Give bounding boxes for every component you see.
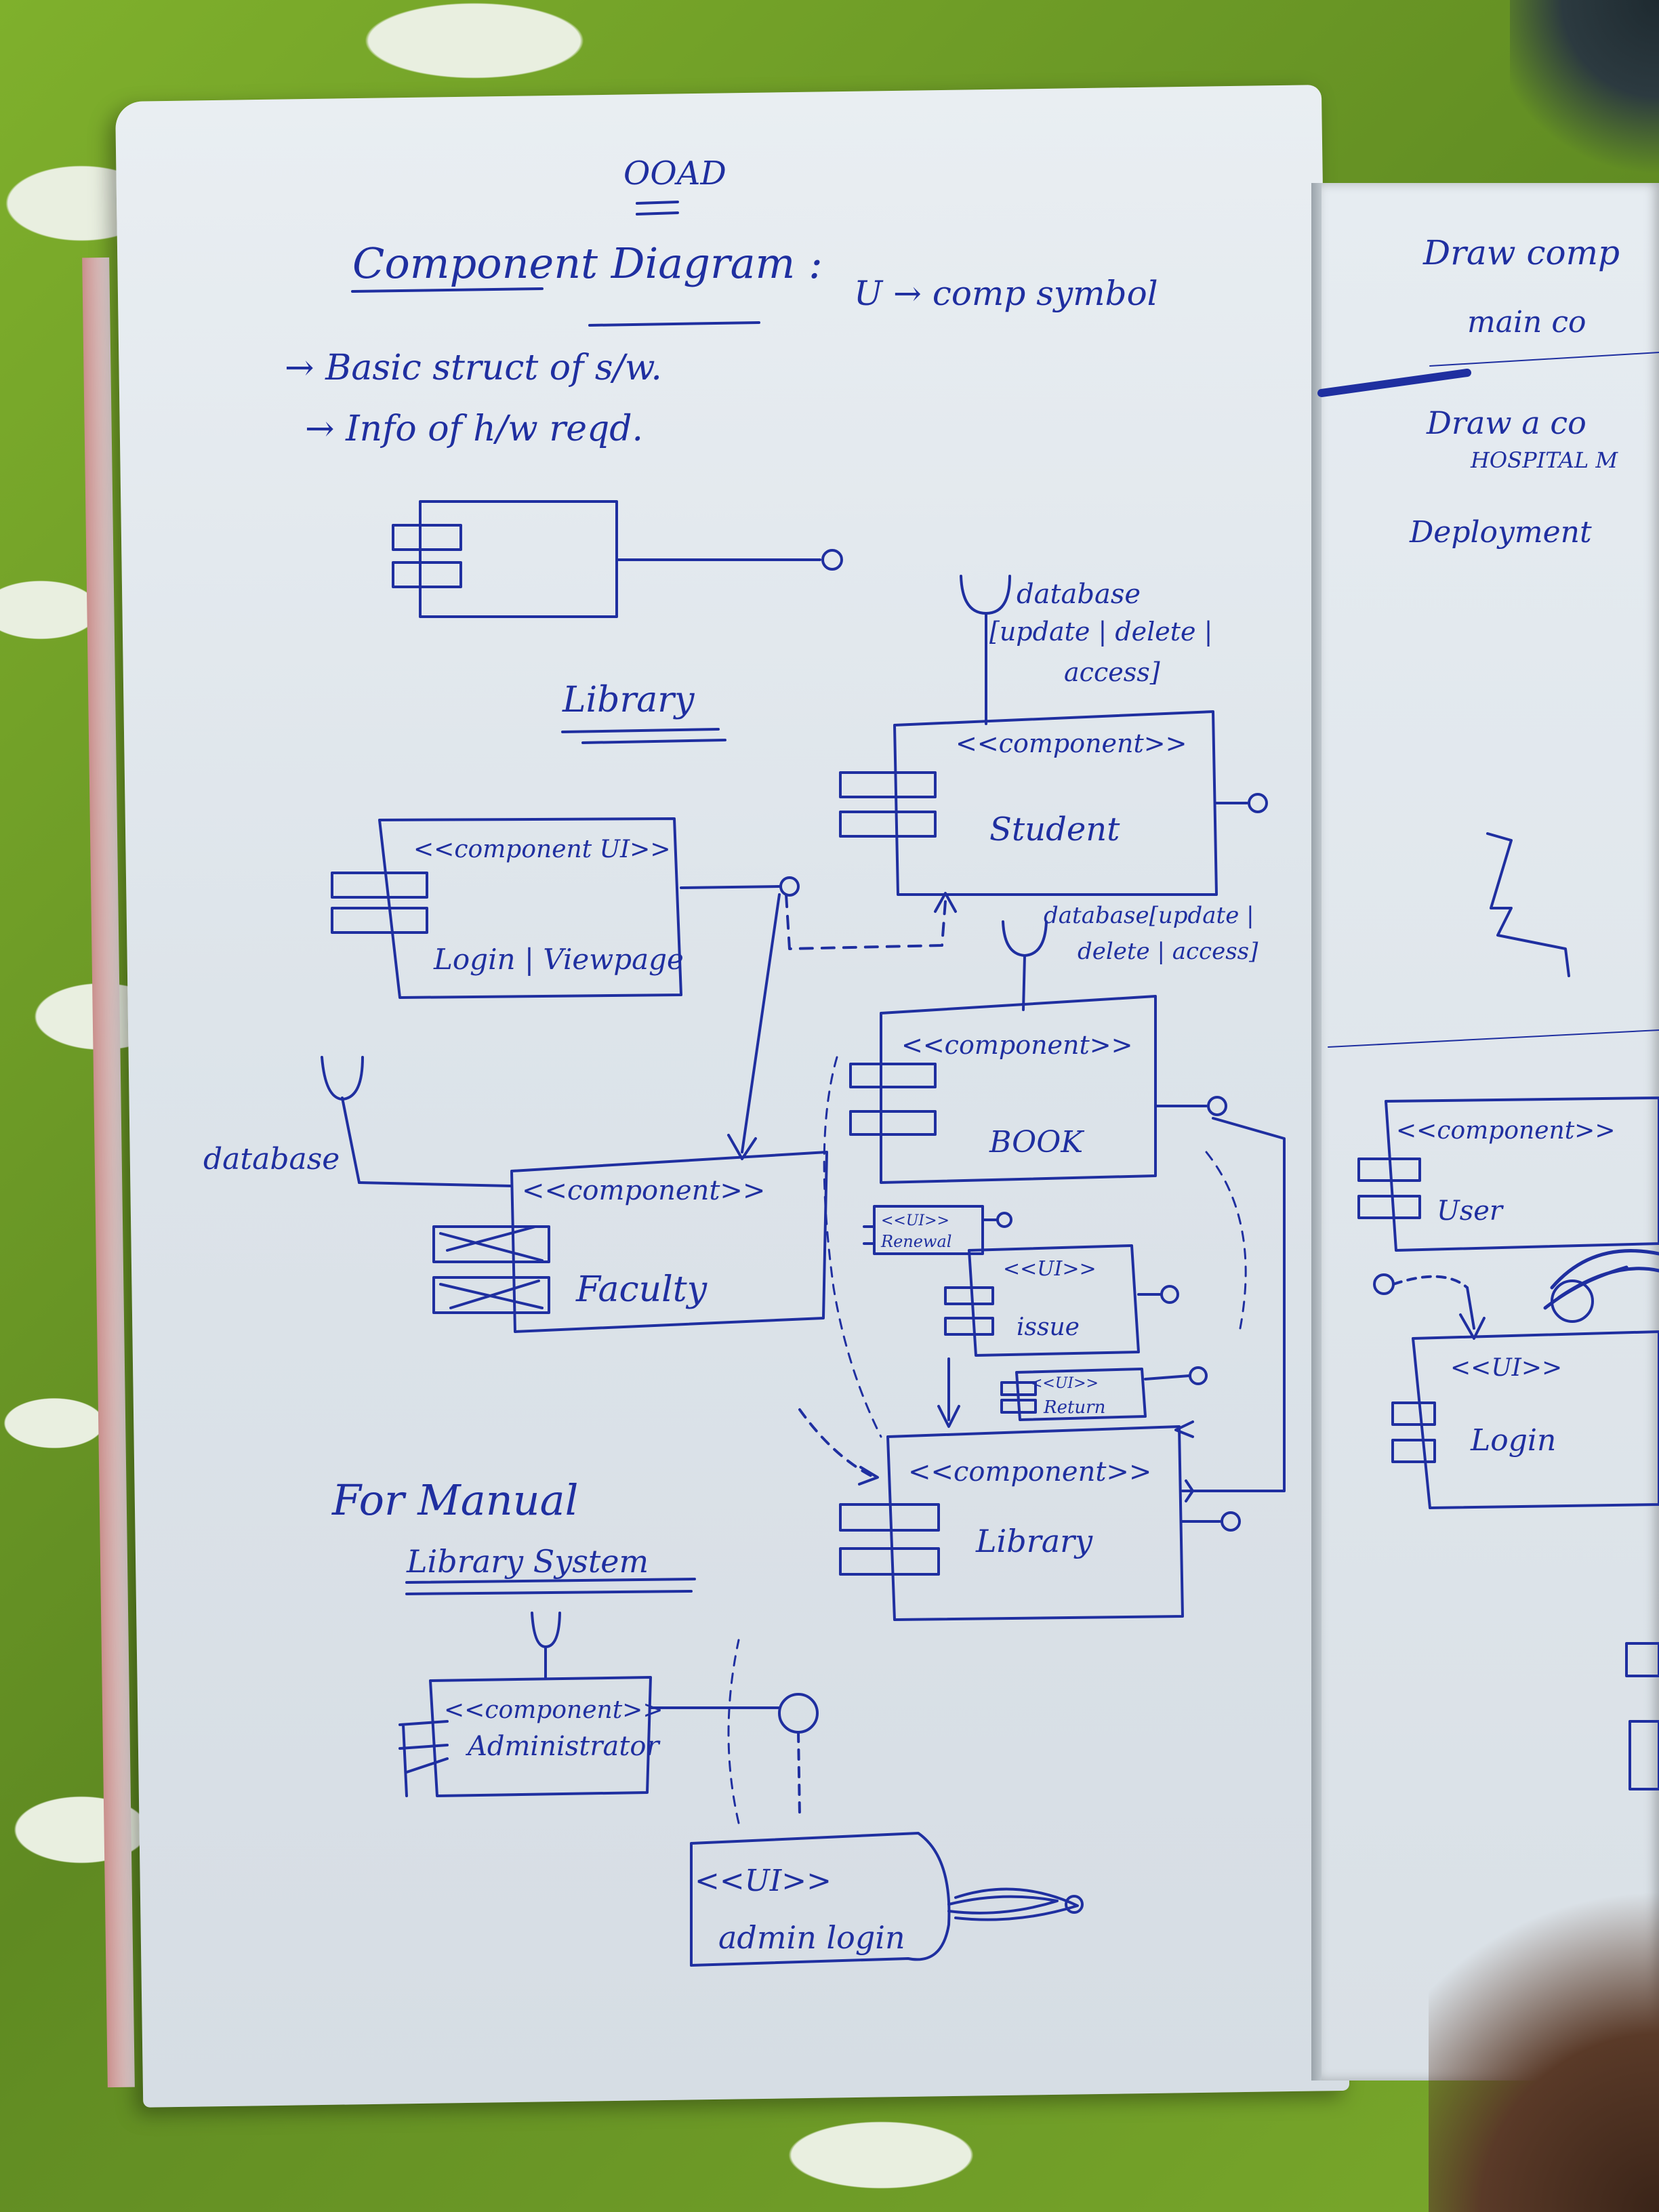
administrator-component [398,1612,819,1818]
student-db-label-1: database [1017,579,1141,610]
library-underline [561,728,726,744]
arrowhead-library [937,1405,960,1428]
student-name: Student [989,811,1120,848]
library-component [839,1117,1286,1621]
bullet-1: → Basic struct of s/w. [285,348,662,388]
faculty-component [321,1056,828,1333]
login-faculty-arrow [741,893,781,1153]
student-db-label-3: access] [1064,657,1160,687]
right-page-line-5: Deployment [1409,515,1592,550]
library-name: Library [975,1523,1093,1559]
renewal-ui-component [863,1205,1012,1255]
book-stereotype: <<component>> [901,1030,1132,1060]
right-page-line-3: Draw a co [1426,405,1586,441]
login-student-dependency [785,893,947,950]
faculty-name: Faculty [575,1269,708,1310]
issue-stereotype: <<UI>> [1003,1257,1097,1281]
student-stereotype: <<component>> [956,729,1187,758]
hand-shadow [1429,1832,1659,2212]
right-page-line-2: main co [1467,305,1586,340]
right-login-component [1391,1330,1659,1790]
renewal-name: Renewal [880,1232,951,1251]
book-component [849,920,1227,1184]
issue-name: issue [1017,1313,1080,1341]
admin-login-component [690,1639,1084,1967]
pen-mark [1317,369,1471,397]
scribbled-interface [947,1887,1079,1921]
login-stereotype: <<component UI>> [413,836,671,863]
manual-underline [405,1578,696,1595]
user-component [1357,1097,1659,1340]
return-stereotype: <<UI>> [1030,1375,1099,1392]
right-notebook-page [1322,183,1659,2081]
manual-subsection-label: Library System [406,1543,649,1580]
manual-section-label: For Manual [331,1475,578,1525]
book-db-label-1: database[update | [1044,902,1254,929]
heading-underline-2 [588,321,760,327]
admin-login-stereotype: <<UI>> [695,1864,832,1898]
faculty-stereotype: <<component>> [522,1175,765,1206]
user-stereotype: <<component>> [1396,1117,1616,1145]
symbol-note: U → comp symbol [854,274,1158,313]
admin-stereotype: <<component>> [444,1696,663,1724]
faculty-library-dependency [798,1408,876,1479]
library-section-label: Library [562,680,695,720]
return-name: Return [1043,1397,1105,1418]
right-page-line-4: HOSPITAL M [1470,447,1618,473]
right-page-line-1: Draw comp [1422,233,1620,272]
student-db-label-2: [update | delete | [989,617,1212,647]
return-ui-component [1000,1366,1208,1421]
admin-name: Administrator [465,1731,661,1762]
book-db-label-2: delete | access] [1078,938,1258,965]
title-text: OOAD [623,155,726,192]
student-component [839,575,1268,896]
book-name: BOOK [989,1125,1084,1160]
login-component [331,817,800,999]
user-name: User [1437,1195,1504,1227]
library-book-link [1181,1117,1286,1492]
arrowhead-student [934,892,957,913]
dark-corner-top [1510,0,1659,190]
right-login-name: Login [1470,1423,1556,1458]
renewal-stereotype: <<UI>> [881,1212,949,1229]
right-page-scribble [1486,832,1570,977]
heading-underline-1 [351,287,544,293]
faculty-db-label: database [203,1142,340,1176]
example-component-symbol [392,500,843,618]
issue-ui-component [944,1244,1179,1357]
arrowhead-faculty [727,1134,757,1160]
library-stereotype: <<component>> [908,1456,1151,1488]
heading-text: Component Diagram : [352,239,823,288]
login-name: Login | Viewpage [433,943,684,976]
faculty-hatching [439,1225,544,1309]
title-underline [636,201,679,216]
right-login-stereotype: <<UI>> [1450,1354,1562,1382]
book-library-dependency [823,1056,882,1438]
bullet-2: → Info of h/w reqd. [305,409,643,449]
admin-login-name: admin login [718,1919,905,1956]
